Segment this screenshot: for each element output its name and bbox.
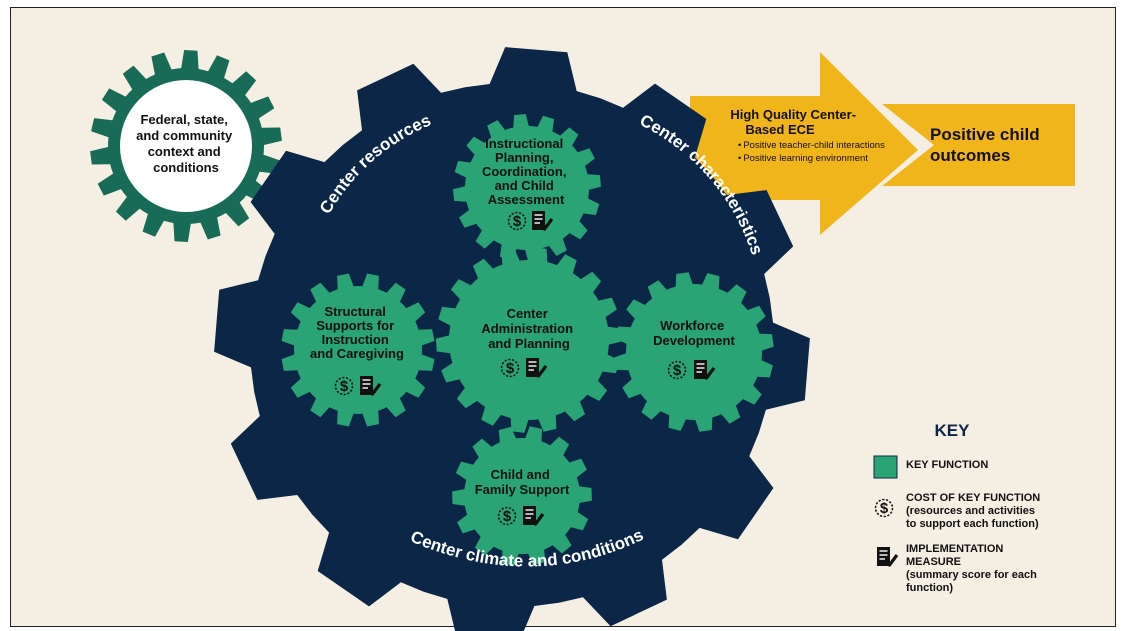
instructional-gear-label: Instructional Planning, Coordination, an… [482,136,570,207]
administration-line-3: and Planning [488,336,570,351]
outcome-arrow [882,104,1075,186]
checklist-icon [875,545,899,568]
workforce-gear-label: Workforce Development [653,318,735,348]
bullet-mark-2: • [738,153,741,164]
instructional-line-1: Instructional [485,136,563,151]
key-cost-label: COST OF KEY FUNCTION [906,492,1040,504]
quality-arrow-title: High Quality Center- Based ECE [730,107,859,137]
structural-line-1: Structural [324,304,385,319]
context-gear-label: Federal, state, and community context an… [136,112,236,175]
dollar-icon [874,498,894,518]
structural-line-2: Supports for [316,318,394,333]
quality-title-line-1: High Quality Center- [730,107,856,122]
structural-line-3: Instruction [322,332,389,347]
context-line-3: context and [148,144,221,159]
administration-line-1: Center [507,306,548,321]
context-line-2: and community [136,128,233,143]
gear-layer [90,47,810,631]
bullet-mark-1: • [738,140,741,151]
key-title: KEY [935,421,971,440]
key-function-label: KEY FUNCTION [906,459,988,471]
family-line-2: Family Support [475,482,570,497]
administration-gear [436,247,622,433]
outcome-arrow-label: Positive child outcomes [930,125,1044,165]
key-measure-sub-2: function) [906,582,953,594]
instructional-line-4: and Child [495,178,554,193]
key-cost-sub-1: (resources and activities [906,505,1035,517]
instructional-gear [453,114,601,262]
family-gear [452,426,592,566]
family-line-1: Child and [491,467,550,482]
family-gear-label: Child and Family Support [475,467,570,497]
key-cost-sub-2: to support each function) [906,518,1039,530]
structural-gear [281,273,435,427]
workforce-gear [614,272,774,432]
quality-arrow [690,52,918,235]
key-measure-sub-1: (summary score for each [906,569,1037,581]
administration-gear-label: Center Administration and Planning [481,306,576,351]
outcome-line-2: outcomes [930,146,1010,165]
key-measure-label-1: IMPLEMENTATION [906,543,1003,555]
administration-line-2: Administration [481,321,573,336]
quality-arrow-bullets: •Positive teacher-child interactions •Po… [738,140,887,164]
context-line-1: Federal, state, [140,112,227,127]
bullet-text-1: Positive teacher-child interactions [743,140,885,151]
outcome-line-1: Positive child [930,125,1040,144]
context-gear-center [120,80,252,212]
bullet-text-2: Positive learning environment [743,153,868,164]
key-function-swatch [873,455,898,479]
instructional-line-2: Planning, [495,150,554,165]
instructional-line-5: Assessment [488,192,565,207]
instructional-line-3: Coordination, [482,164,567,179]
workforce-line-2: Development [653,333,735,348]
context-line-4: conditions [153,160,219,175]
key-cost-text: COST OF KEY FUNCTION (resources and acti… [906,492,1043,530]
workforce-line-1: Workforce [660,318,724,333]
structural-gear-label: Structural Supports for Instruction and … [310,304,404,361]
structural-line-4: and Caregiving [310,346,404,361]
key-measure-label-2: MEASURE [906,556,961,568]
key-measure-text: IMPLEMENTATION MEASURE (summary score fo… [906,543,1040,594]
quality-title-line-2: Based ECE [745,122,815,137]
